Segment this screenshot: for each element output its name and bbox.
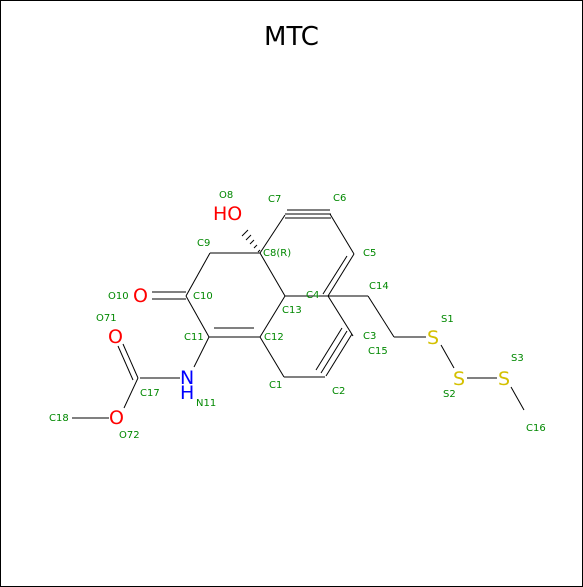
bond-c4-c3 xyxy=(327,295,354,337)
sulfur-s3-label: S xyxy=(498,368,510,390)
bond-c8-c7 xyxy=(259,214,286,254)
atom-label-c1: C1 xyxy=(269,380,282,391)
atom-label-s1: S1 xyxy=(441,314,454,325)
stereo-hash-bond-c8-o8 xyxy=(241,229,261,253)
bond-c3-c2-3 xyxy=(315,327,343,371)
sulfur-s2-label: S xyxy=(453,368,465,390)
hydroxyl-label: HO xyxy=(213,203,242,225)
atom-label-c6: C6 xyxy=(333,193,346,204)
atom-label-o72: O72 xyxy=(119,430,140,441)
bond-c12-c13 xyxy=(259,295,286,338)
atom-label-c17: C17 xyxy=(140,388,160,399)
atom-label-c10: C10 xyxy=(193,291,213,302)
bond-c5-c4-2 xyxy=(322,255,348,295)
bond-c17-o71 xyxy=(122,343,139,379)
bond-c11-n11 xyxy=(193,336,210,368)
atom-label-o10: O10 xyxy=(108,291,129,302)
bond-s1-s2 xyxy=(440,344,455,369)
ketone-oxygen-label: O xyxy=(133,285,148,307)
atom-label-c14: C14 xyxy=(369,281,389,292)
ester-oxygen-label: O xyxy=(109,407,124,429)
bond-c5-c4 xyxy=(327,253,355,297)
molecule-title: MTC xyxy=(264,22,319,52)
bond-c14-c15 xyxy=(367,295,395,338)
bond-c6-c5 xyxy=(329,213,355,255)
atom-labels: O8 C7 C6 C9 C8(R) C5 C14 O10 C10 C4 O71 … xyxy=(49,190,546,441)
bond-c3-c2 xyxy=(325,333,353,377)
atom-label-c4: C4 xyxy=(306,290,319,301)
carbonyl-oxygen-label: O xyxy=(108,326,123,348)
atom-label-c13: C13 xyxy=(282,305,302,316)
atom-label-c5: C5 xyxy=(363,248,376,259)
atom-label-c8: C8(R) xyxy=(263,248,291,259)
atom-label-s3: S3 xyxy=(511,353,524,364)
atom-label-o8: O8 xyxy=(219,190,233,201)
amine-nitrogen-label: N xyxy=(180,367,194,389)
atom-label-s2: S2 xyxy=(443,389,456,400)
bond-s3-c16 xyxy=(510,386,525,411)
bond-c11-c10 xyxy=(185,295,210,338)
sulfur-s1-label: S xyxy=(427,327,439,349)
atom-label-o71: O71 xyxy=(96,313,117,324)
bond-c17-o71-2 xyxy=(117,345,134,381)
bonds xyxy=(72,209,525,419)
atom-label-c18: C18 xyxy=(49,413,69,424)
bond-c3-c2-2 xyxy=(320,330,348,374)
bond-c13-c8 xyxy=(259,252,286,297)
atom-label-c12: C12 xyxy=(264,332,284,343)
atom-label-n11: N11 xyxy=(196,398,216,409)
atom-label-c15: C15 xyxy=(368,346,388,357)
atom-label-c11: C11 xyxy=(184,332,204,343)
atom-label-c16: C16 xyxy=(526,423,546,434)
atom-label-c3: C3 xyxy=(363,331,376,342)
atom-label-c2: C2 xyxy=(332,386,345,397)
element-symbols: HO O O O N H S S S xyxy=(108,203,510,429)
bond-c1-c12 xyxy=(259,336,285,378)
atom-label-c7: C7 xyxy=(268,194,281,205)
bond-c10-c9 xyxy=(185,252,211,297)
atom-label-c9: C9 xyxy=(197,238,210,249)
amine-hydrogen-label: H xyxy=(180,382,194,404)
bond-c17-o72 xyxy=(123,377,139,409)
